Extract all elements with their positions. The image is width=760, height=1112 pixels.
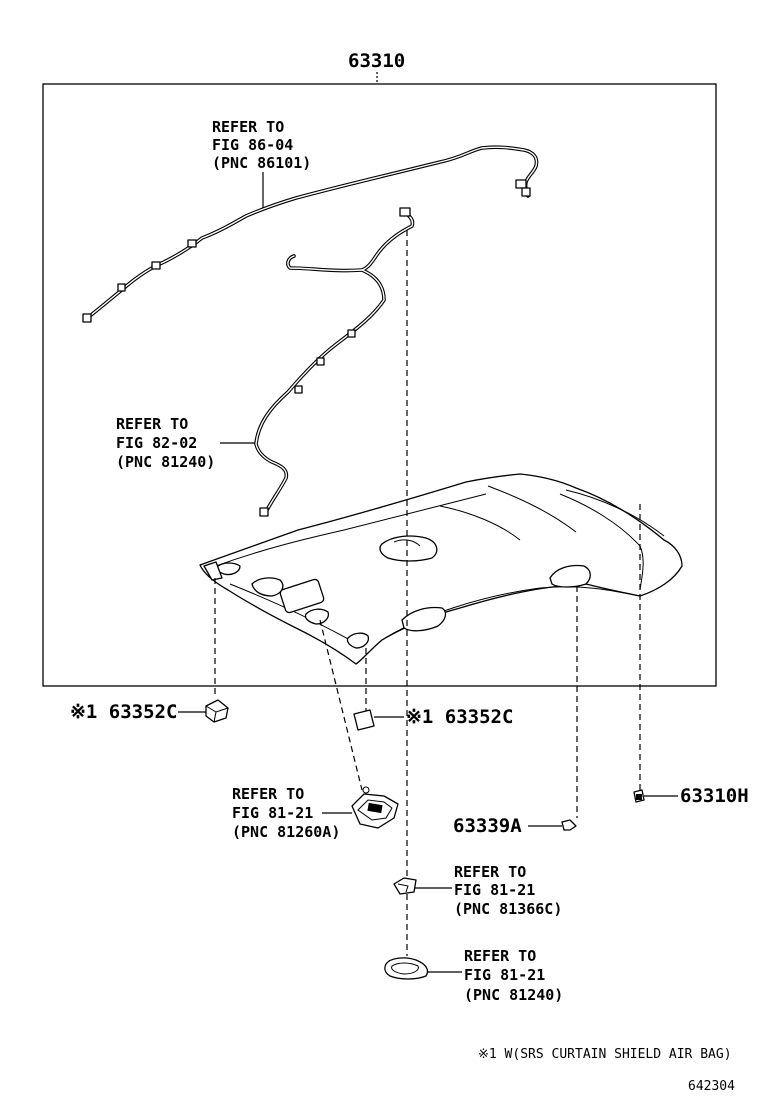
part-label-clip-center: ※1 63352C bbox=[406, 706, 513, 728]
callout-line: (PNC 81240) bbox=[116, 453, 215, 471]
callout-line: REFER TO bbox=[232, 785, 304, 803]
roof-wire-harness bbox=[82, 145, 539, 323]
callout-line: REFER TO bbox=[454, 863, 526, 881]
callout-line: (PNC 81260A) bbox=[232, 823, 340, 841]
callout-ref-81-21-a: REFER TO FIG 81-21 (PNC 81260A) bbox=[232, 785, 352, 841]
callout-line: REFER TO bbox=[212, 118, 284, 136]
part-label-clip-left: ※1 63352C bbox=[70, 701, 177, 723]
part-label-screw: 63310H bbox=[680, 785, 749, 807]
callout-line: FIG 81-21 bbox=[464, 966, 545, 984]
callout-line: FIG 81-21 bbox=[454, 881, 535, 899]
callout-ref-82-02: REFER TO FIG 82-02 (PNC 81240) bbox=[116, 415, 256, 471]
callout-ref-81-21-b: REFER TO FIG 81-21 (PNC 81366C) bbox=[414, 863, 562, 918]
clip-63352c-left: ※1 63352C bbox=[70, 699, 229, 723]
assembly-frame bbox=[42, 83, 717, 687]
callout-ref-81-21-c: REFER TO FIG 81-21 (PNC 81240) bbox=[428, 947, 563, 1004]
room-lamp bbox=[384, 957, 429, 980]
callout-line: (PNC 86101) bbox=[212, 154, 311, 172]
figure-code: 642304 bbox=[688, 1079, 735, 1094]
callout-line: (PNC 81366C) bbox=[454, 900, 562, 918]
callout-line: FIG 86-04 bbox=[212, 136, 293, 154]
part-label-fastener: 63339A bbox=[453, 815, 522, 837]
lamp-bracket bbox=[393, 877, 417, 895]
lamp-wire-harness bbox=[254, 207, 415, 517]
callout-ref-86-04: REFER TO FIG 86-04 (PNC 86101) bbox=[212, 118, 311, 208]
main-part-number: 63310 bbox=[348, 50, 405, 72]
callout-line: (PNC 81240) bbox=[464, 986, 563, 1004]
map-lamp-assembly bbox=[351, 786, 399, 829]
footnote: ※1 W(SRS CURTAIN SHIELD AIR BAG) bbox=[478, 1047, 732, 1062]
clip-63352c-center: ※1 63352C bbox=[353, 706, 513, 731]
callout-line: FIG 82-02 bbox=[116, 434, 197, 452]
callout-line: FIG 81-21 bbox=[232, 804, 313, 822]
roof-headliner bbox=[199, 473, 683, 665]
callout-line: REFER TO bbox=[116, 415, 188, 433]
fastener-63339a: 63339A bbox=[453, 815, 577, 837]
screw-63310h: 63310H bbox=[633, 785, 749, 807]
assembly-lines bbox=[214, 230, 641, 956]
callout-line: REFER TO bbox=[464, 947, 536, 965]
